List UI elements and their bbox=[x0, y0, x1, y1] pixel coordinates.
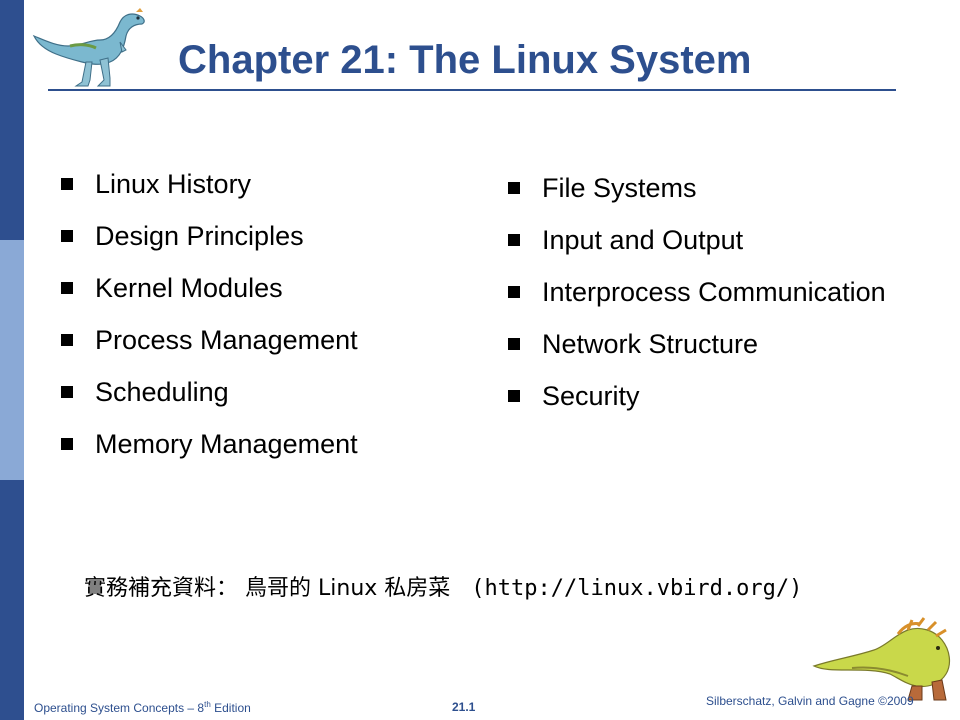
title-underline bbox=[48, 89, 896, 91]
note-url-link[interactable]: (http://linux.vbird.org/) bbox=[471, 576, 803, 601]
square-bullet-icon bbox=[508, 390, 520, 402]
square-bullet-icon bbox=[61, 438, 73, 450]
square-bullet-icon bbox=[508, 338, 520, 350]
square-bullet-icon bbox=[508, 234, 520, 246]
side-stripe-top bbox=[0, 0, 24, 240]
square-bullet-icon bbox=[508, 182, 520, 194]
footer-page-number: 21.1 bbox=[452, 700, 476, 714]
note-site-name: 鳥哥的 Linux 私房菜 bbox=[245, 576, 451, 601]
supplementary-note: 實務補充資料： 鳥哥的 Linux 私房菜 (http://linux.vbir… bbox=[84, 570, 802, 602]
square-bullet-icon bbox=[508, 286, 520, 298]
square-bullet-icon bbox=[61, 178, 73, 190]
side-stripe-bottom bbox=[0, 480, 24, 720]
footer-book-title: Operating System Concepts – 8th Edition bbox=[34, 700, 251, 715]
square-bullet-icon bbox=[61, 334, 73, 346]
note-label: 實務補充資料： bbox=[84, 576, 239, 601]
dinosaur-logo-icon bbox=[32, 8, 145, 87]
dinosaur-illustration-icon bbox=[812, 617, 951, 701]
side-stripe-middle bbox=[0, 240, 24, 480]
square-bullet-icon bbox=[61, 386, 73, 398]
square-bullet-icon bbox=[61, 230, 73, 242]
square-bullet-icon bbox=[61, 282, 73, 294]
slide-title: Chapter 21: The Linux System bbox=[178, 38, 752, 82]
footer-copyright: Silberschatz, Galvin and Gagne ©2009 bbox=[706, 694, 914, 708]
